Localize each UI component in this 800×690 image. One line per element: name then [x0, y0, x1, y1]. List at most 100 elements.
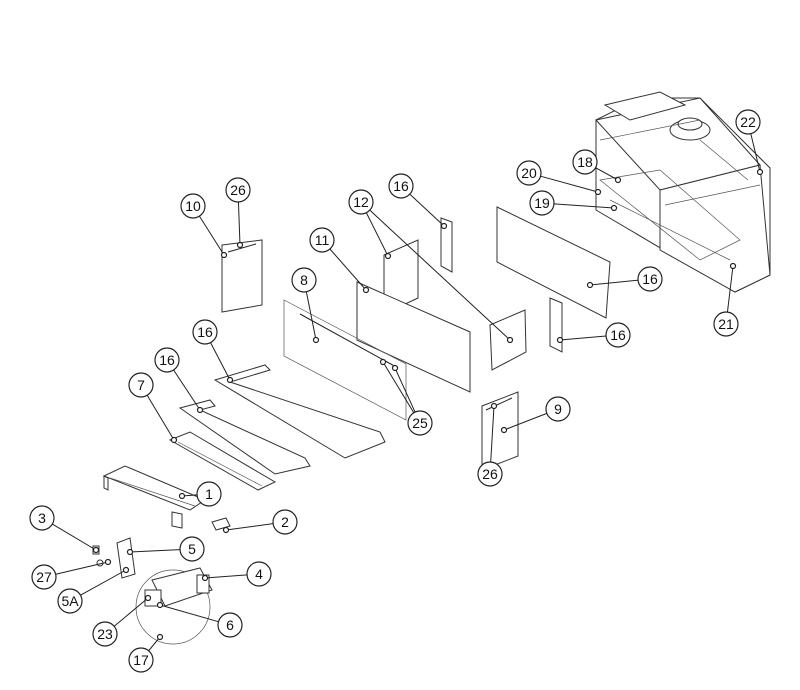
leader-dot	[178, 492, 186, 500]
leader-line	[750, 133, 761, 173]
leader-dot	[312, 336, 320, 344]
leader-dot	[222, 526, 230, 534]
callout-circle	[477, 461, 503, 487]
callout-label: 11	[315, 232, 330, 248]
leader-dot	[729, 262, 737, 270]
callout-circle	[529, 190, 555, 216]
leader-dot	[586, 281, 594, 289]
callout-label: 16	[197, 324, 213, 340]
callout-circle	[388, 173, 414, 199]
leader-line	[55, 561, 109, 575]
callout-26: 26	[477, 402, 503, 487]
callout-label: 27	[36, 569, 52, 585]
callout-circle	[735, 109, 761, 135]
callout-21: 21	[713, 262, 739, 337]
leader-line	[726, 265, 734, 313]
callout-label: 16	[159, 352, 175, 368]
panel-16-strip-right	[549, 297, 563, 353]
callout-23: 23	[92, 594, 152, 647]
leader-line	[329, 248, 367, 291]
callout-16: 16	[388, 173, 448, 230]
callout-label: 16	[393, 178, 409, 194]
callout-11: 11	[309, 227, 370, 294]
leader-dot	[391, 364, 399, 372]
leader-line	[409, 193, 445, 227]
callout-label: 7	[137, 377, 145, 393]
callout-label: 4	[255, 566, 263, 582]
callout-19: 19	[529, 190, 618, 216]
callout-circle	[348, 189, 374, 215]
leader-dot	[500, 426, 508, 434]
leader-dot	[614, 176, 622, 184]
leader-line	[540, 175, 599, 193]
leader-line	[80, 569, 127, 596]
callout-label: 3	[38, 510, 46, 526]
callout-4: 4	[201, 561, 272, 587]
glass-panels	[221, 206, 611, 471]
callout-3: 3	[29, 505, 100, 554]
firebox-assembly	[595, 91, 771, 293]
leader-dot	[126, 548, 134, 556]
callout-circle	[192, 319, 218, 345]
leader-dot	[201, 574, 209, 582]
callout-1: 1	[178, 481, 222, 507]
leader-line	[237, 201, 241, 246]
callout-label: 18	[577, 154, 593, 170]
callout-circle	[309, 227, 335, 253]
leader-line	[305, 291, 317, 341]
callout-2: 2	[222, 509, 298, 535]
leader-dot	[556, 336, 564, 344]
leader-dot	[384, 252, 392, 260]
leader-dot	[506, 336, 514, 344]
callout-label: 21	[718, 316, 734, 332]
leader-dot	[379, 358, 387, 366]
leader-dot	[144, 594, 152, 602]
leader-line	[589, 279, 639, 286]
leader-dot	[610, 204, 618, 212]
leader-line	[394, 367, 416, 413]
leader-line	[204, 574, 248, 579]
burner-assembly	[102, 465, 231, 531]
callout-16: 16	[556, 322, 631, 348]
callout-5A: 5A	[57, 566, 130, 614]
callout-16: 16	[586, 266, 663, 292]
callout-8: 8	[291, 267, 320, 344]
callout-label: 1	[205, 486, 213, 502]
callout-label: 20	[521, 165, 537, 181]
leader-line	[159, 604, 219, 623]
leader-dot	[236, 241, 244, 249]
leader-dot	[756, 168, 764, 176]
callout-label: 17	[133, 652, 149, 668]
callout-circle	[516, 160, 542, 186]
callout-25: 25	[379, 358, 433, 436]
callout-circle	[605, 322, 631, 348]
leader-line	[113, 597, 149, 627]
callout-16: 16	[192, 319, 234, 384]
callout-circle	[713, 311, 739, 337]
callout-label: 2	[281, 514, 289, 530]
callout-22: 22	[735, 109, 764, 176]
callout-label: 25	[412, 415, 428, 431]
callout-circle	[128, 647, 154, 673]
callout-7: 7	[128, 372, 178, 444]
leader-dot	[122, 566, 130, 574]
callout-20: 20	[516, 160, 602, 196]
callout-circle	[31, 564, 57, 590]
callout-9: 9	[500, 396, 571, 434]
callout-circle	[637, 266, 663, 292]
callout-17: 17	[128, 633, 164, 673]
callout-circle	[545, 396, 571, 422]
callout-circle	[154, 347, 180, 373]
callout-circle	[246, 561, 272, 587]
callout-circle	[572, 149, 598, 175]
leader-line	[503, 412, 547, 431]
leader-line	[595, 167, 619, 181]
panel-10	[221, 239, 263, 313]
floor-frames	[168, 364, 386, 491]
panel-11	[356, 281, 471, 393]
leader-dot	[220, 251, 228, 259]
leader-dot	[594, 188, 602, 196]
leader-line	[559, 335, 607, 341]
callout-circle	[180, 193, 206, 219]
